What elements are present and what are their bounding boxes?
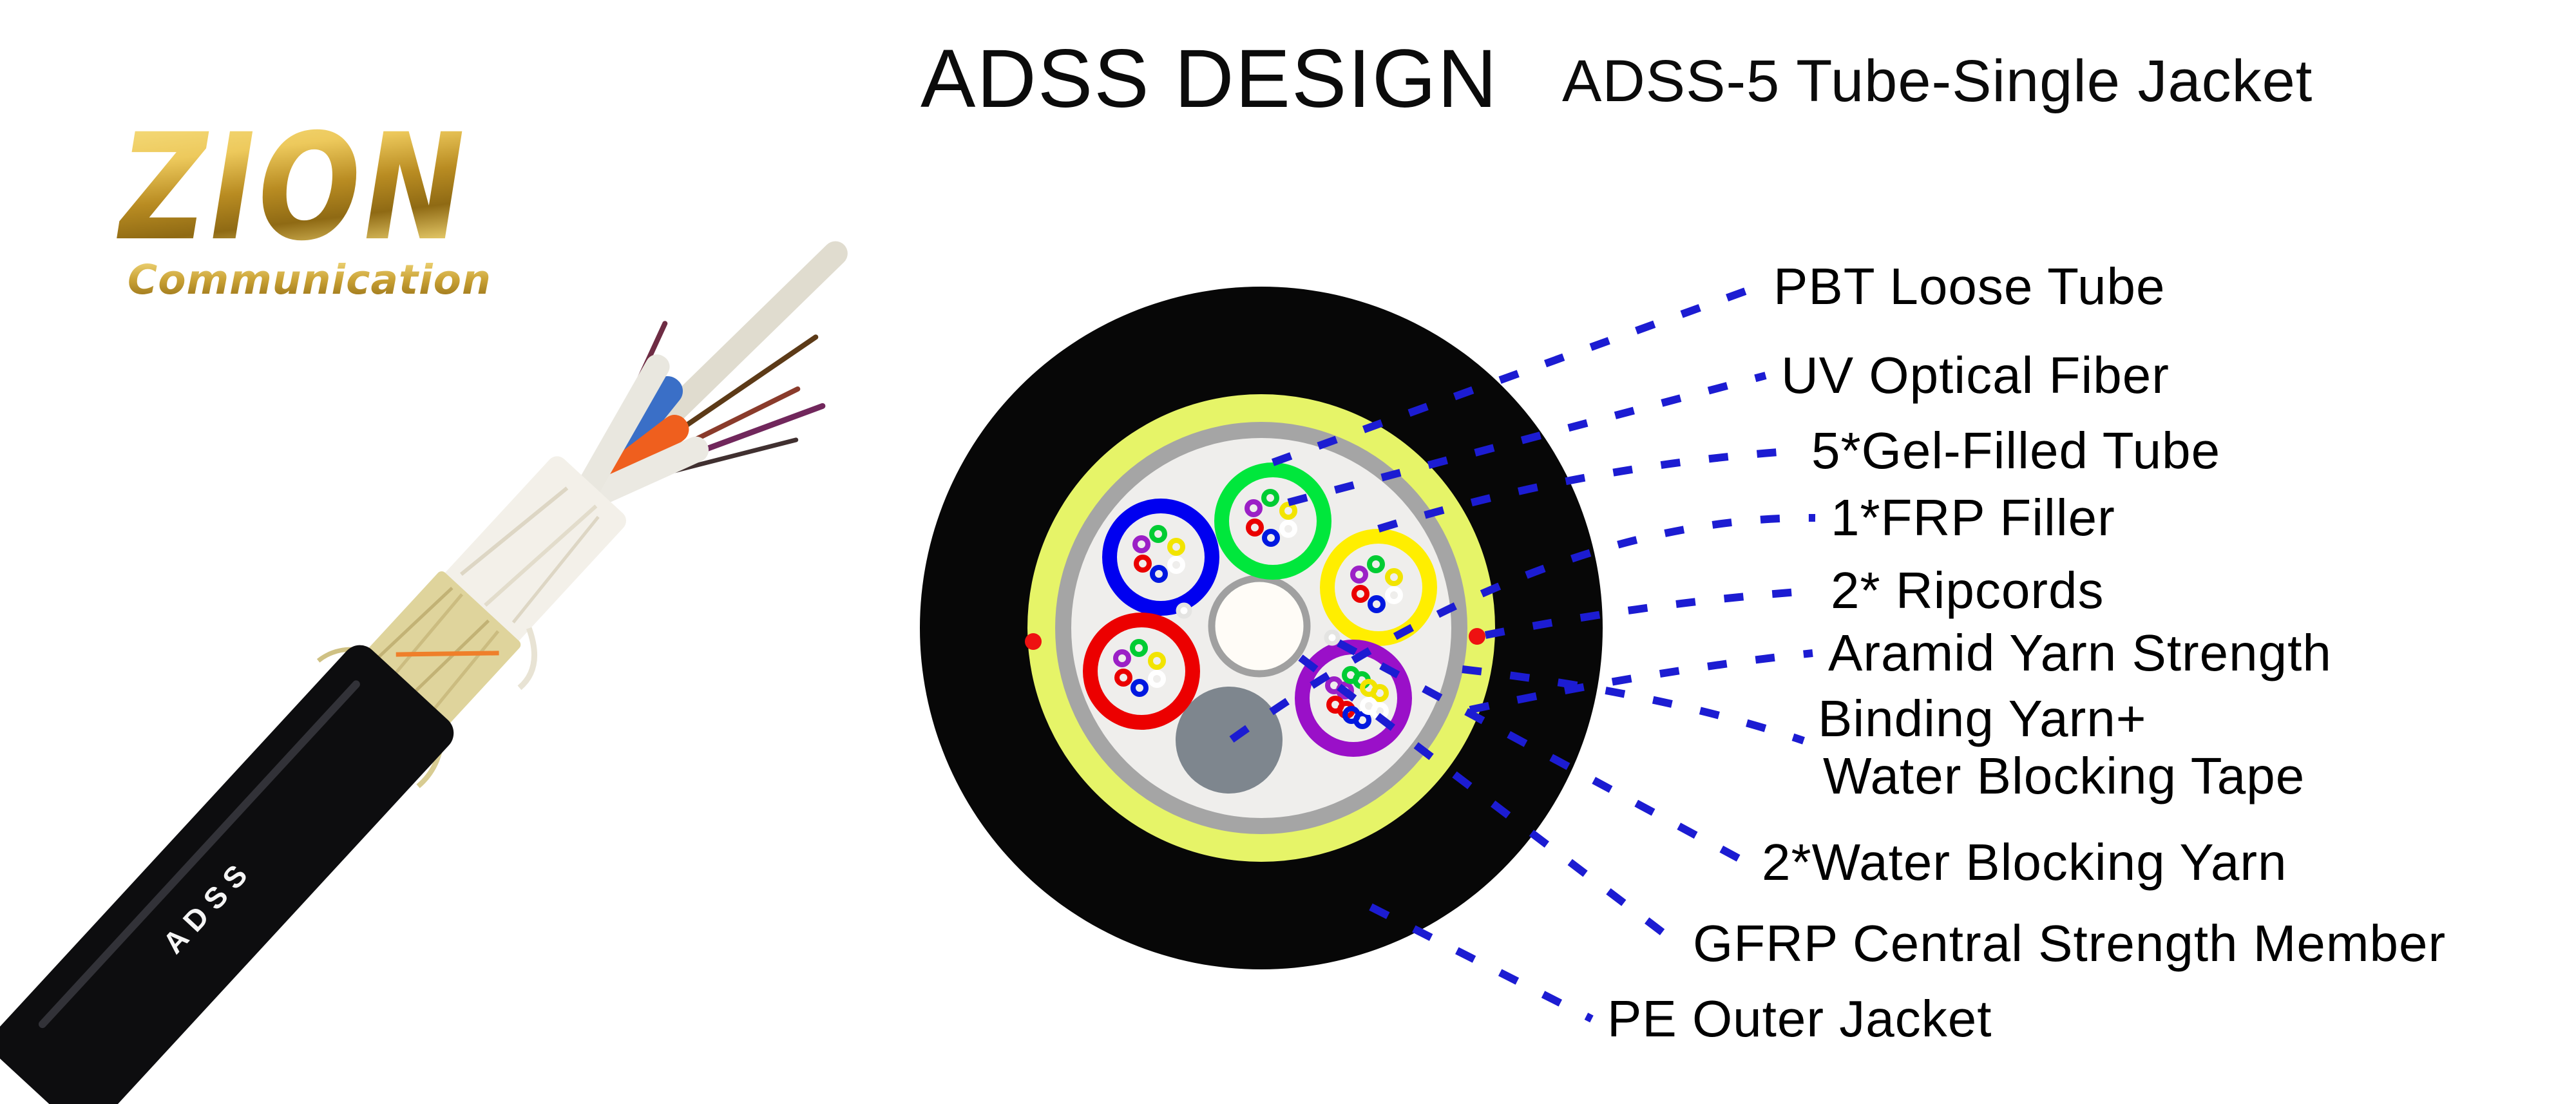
optical-fiber bbox=[1167, 538, 1185, 556]
wrap-shading bbox=[511, 515, 600, 623]
optical-fiber bbox=[1150, 565, 1168, 583]
optical-fiber bbox=[1134, 555, 1152, 573]
optical-fiber bbox=[1350, 566, 1368, 584]
optical-fiber bbox=[1279, 502, 1297, 520]
optical-fiber bbox=[1385, 586, 1403, 604]
wrap-shading bbox=[484, 504, 598, 607]
water-blocking-yarn-dot bbox=[1176, 602, 1192, 619]
gfrp-central-strength-member bbox=[1208, 575, 1311, 678]
zion-logo: ZION Communication bbox=[117, 102, 491, 303]
binding-wrap bbox=[443, 456, 626, 644]
cable-jacket bbox=[0, 645, 454, 1104]
optical-fiber bbox=[1262, 529, 1280, 547]
leader-line bbox=[1287, 372, 1767, 506]
tube-interior bbox=[1098, 627, 1185, 715]
optical-fiber bbox=[1131, 679, 1149, 697]
aramid-streak bbox=[371, 586, 453, 665]
optical-fiber bbox=[1148, 652, 1166, 670]
optical-fiber bbox=[1132, 535, 1150, 553]
optical-fiber bbox=[1279, 520, 1297, 538]
callout-label: 1*FRP Filler bbox=[1831, 489, 2115, 546]
white-loose-tube bbox=[577, 436, 709, 511]
loose-tubes-layer bbox=[1083, 462, 1437, 757]
leader-line bbox=[1229, 513, 1816, 743]
zion-logo-text: ZION bbox=[117, 102, 468, 274]
optical-fiber bbox=[1246, 519, 1264, 537]
cable-jacket-section: ADSS bbox=[0, 645, 454, 1104]
ripcord-dot bbox=[1025, 633, 1042, 650]
tube-interior bbox=[1117, 513, 1205, 601]
leader-line bbox=[1462, 665, 1805, 745]
frp-filler-rod bbox=[1176, 687, 1283, 794]
leader-line bbox=[1298, 654, 1680, 947]
loose-tube-blue bbox=[1102, 499, 1219, 616]
optical-fiber bbox=[1351, 585, 1369, 603]
page-subtitle: ADSS-5 Tube-Single Jacket bbox=[1562, 48, 2313, 114]
optical-fiber bbox=[1368, 595, 1386, 613]
callout-label: UV Optical Fiber bbox=[1781, 347, 2170, 404]
small-elements-layer bbox=[1025, 602, 1485, 650]
optical-fiber bbox=[1148, 670, 1166, 688]
loose-tube-red bbox=[1083, 613, 1200, 730]
callout-label: Aramid Yarn Strength bbox=[1828, 624, 2332, 681]
leader-lines bbox=[1229, 283, 1816, 1023]
optical-fiber bbox=[1385, 568, 1403, 586]
callout-label: 2*Water Blocking Yarn bbox=[1762, 833, 2287, 891]
cross-section bbox=[920, 287, 1603, 969]
callout-label: GFRP Central Strength Member bbox=[1693, 915, 2447, 972]
cable-inner-members bbox=[574, 241, 848, 511]
callout-label: PBT Loose Tube bbox=[1773, 258, 2166, 315]
optical-fiber bbox=[1113, 649, 1131, 667]
wrap-shading bbox=[459, 486, 569, 576]
callout-label: Water Blocking Tape bbox=[1823, 747, 2305, 804]
aramid-streak bbox=[387, 593, 464, 683]
leader-line bbox=[1469, 649, 1813, 714]
ripcord-dot bbox=[1469, 628, 1485, 645]
white-loose-tube bbox=[574, 354, 670, 503]
optical-fiber bbox=[1130, 639, 1148, 657]
page-title: ADSS DESIGN bbox=[921, 33, 1498, 125]
loose-tube-green bbox=[1214, 462, 1331, 580]
optical-fiber bbox=[1149, 525, 1167, 543]
leader-line bbox=[1369, 903, 1594, 1023]
aramid-streak bbox=[426, 630, 500, 718]
callout-label: Binding Yarn+ bbox=[1818, 690, 2147, 747]
optical-fiber bbox=[1371, 684, 1389, 702]
jacket-highlight bbox=[38, 680, 360, 1029]
orange-strand bbox=[396, 651, 499, 657]
cable-wrap-section bbox=[443, 456, 626, 690]
optical-fiber bbox=[1114, 669, 1132, 687]
cable-photo: ADSS bbox=[0, 241, 848, 1104]
loose-tube-yellow bbox=[1320, 529, 1437, 646]
callout-label: 5*Gel-Filled Tube bbox=[1811, 422, 2221, 479]
optical-fiber bbox=[1261, 489, 1279, 507]
optical-fiber bbox=[1353, 711, 1371, 729]
wrap-strand bbox=[517, 627, 538, 690]
callout-label: PE Outer Jacket bbox=[1607, 990, 1992, 1047]
callout-label: 2* Ripcords bbox=[1831, 562, 2104, 619]
optical-fiber bbox=[1245, 499, 1263, 517]
leader-line bbox=[1377, 447, 1797, 533]
leader-line bbox=[1271, 283, 1760, 466]
optical-fiber bbox=[1367, 555, 1385, 573]
tube-interior bbox=[1335, 544, 1422, 631]
water-blocking-yarn-dot bbox=[1324, 629, 1340, 646]
aramid-streak bbox=[407, 619, 490, 700]
zion-logo-subtitle: Communication bbox=[128, 256, 491, 303]
optical-fiber bbox=[1167, 556, 1185, 574]
